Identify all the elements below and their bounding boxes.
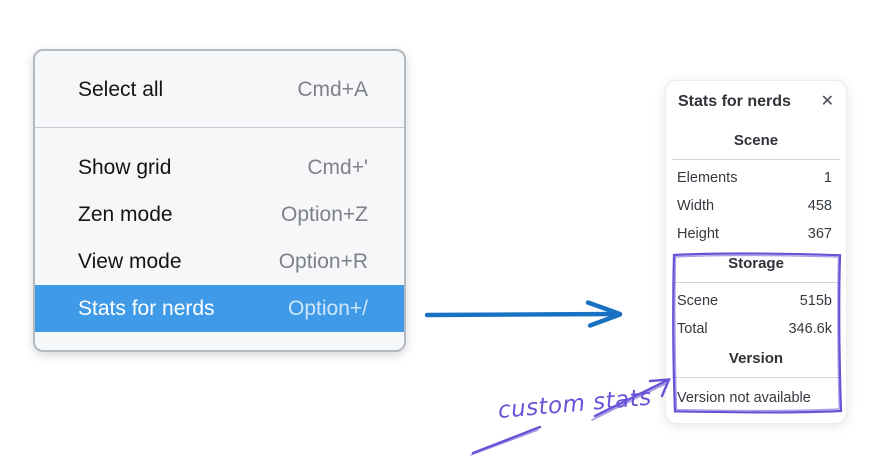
menu-item-shortcut: Option+Z bbox=[281, 202, 368, 226]
section-divider bbox=[672, 159, 840, 160]
menu-item-stats-for-nerds[interactable]: Stats for nerds Option+/ bbox=[35, 285, 404, 332]
menu-section: Select all Cmd+A bbox=[35, 51, 404, 127]
context-menu: Select all Cmd+A Show grid Cmd+' Zen mod… bbox=[33, 49, 406, 352]
stat-row-scene-storage: Scene 515b bbox=[666, 287, 846, 315]
close-icon[interactable]: ✕ bbox=[820, 93, 834, 110]
flow-arrow bbox=[424, 300, 623, 328]
menu-item-show-grid[interactable]: Show grid Cmd+' bbox=[35, 144, 404, 191]
menu-section: Show grid Cmd+' Zen mode Option+Z View m… bbox=[35, 128, 404, 349]
menu-item-label: Select all bbox=[78, 77, 164, 101]
stat-value: 515b bbox=[799, 293, 832, 309]
menu-item-shortcut: Cmd+' bbox=[307, 155, 368, 179]
stat-value: 458 bbox=[807, 198, 832, 214]
menu-item-zen-mode[interactable]: Zen mode Option+Z bbox=[35, 191, 404, 238]
menu-item-label: Stats for nerds bbox=[78, 296, 215, 320]
section-divider bbox=[672, 282, 840, 283]
section-divider bbox=[672, 377, 840, 378]
stat-row-width: Width 458 bbox=[666, 192, 846, 220]
menu-item-shortcut: Option+/ bbox=[288, 296, 368, 320]
stat-value: 367 bbox=[807, 226, 832, 242]
stat-label: Total bbox=[677, 321, 708, 337]
menu-item-label: Show grid bbox=[78, 155, 172, 179]
stat-row-elements: Elements 1 bbox=[666, 164, 846, 192]
stat-label: Height bbox=[677, 226, 719, 242]
section-heading-storage: Storage bbox=[728, 255, 784, 272]
stats-panel-header: Stats for nerds ✕ bbox=[666, 89, 846, 115]
stat-row-total-storage: Total 346.6k bbox=[666, 315, 846, 343]
menu-divider bbox=[35, 127, 404, 128]
stat-label: Width bbox=[677, 198, 715, 214]
menu-item-shortcut: Option+R bbox=[278, 249, 368, 273]
menu-item-label: View mode bbox=[78, 249, 182, 273]
version-note: Version not available bbox=[677, 390, 811, 406]
stat-value: 1 bbox=[823, 170, 832, 186]
stat-label: Elements bbox=[677, 170, 738, 186]
menu-item-select-all[interactable]: Select all Cmd+A bbox=[35, 66, 404, 113]
stat-label: Scene bbox=[677, 293, 719, 309]
annotation-label: custom stats bbox=[496, 384, 653, 424]
stats-panel: Stats for nerds ✕ Scene Elements 1 Width… bbox=[665, 80, 847, 424]
menu-item-shortcut: Cmd+A bbox=[297, 77, 368, 101]
menu-item-label: Zen mode bbox=[78, 202, 173, 226]
section-heading-version: Version bbox=[728, 350, 784, 367]
stat-value: 346.6k bbox=[788, 321, 832, 337]
panel-title: Stats for nerds bbox=[678, 93, 791, 110]
menu-item-view-mode[interactable]: View mode Option+R bbox=[35, 238, 404, 285]
stat-row-height: Height 367 bbox=[666, 220, 846, 248]
section-heading-scene: Scene bbox=[733, 132, 779, 149]
